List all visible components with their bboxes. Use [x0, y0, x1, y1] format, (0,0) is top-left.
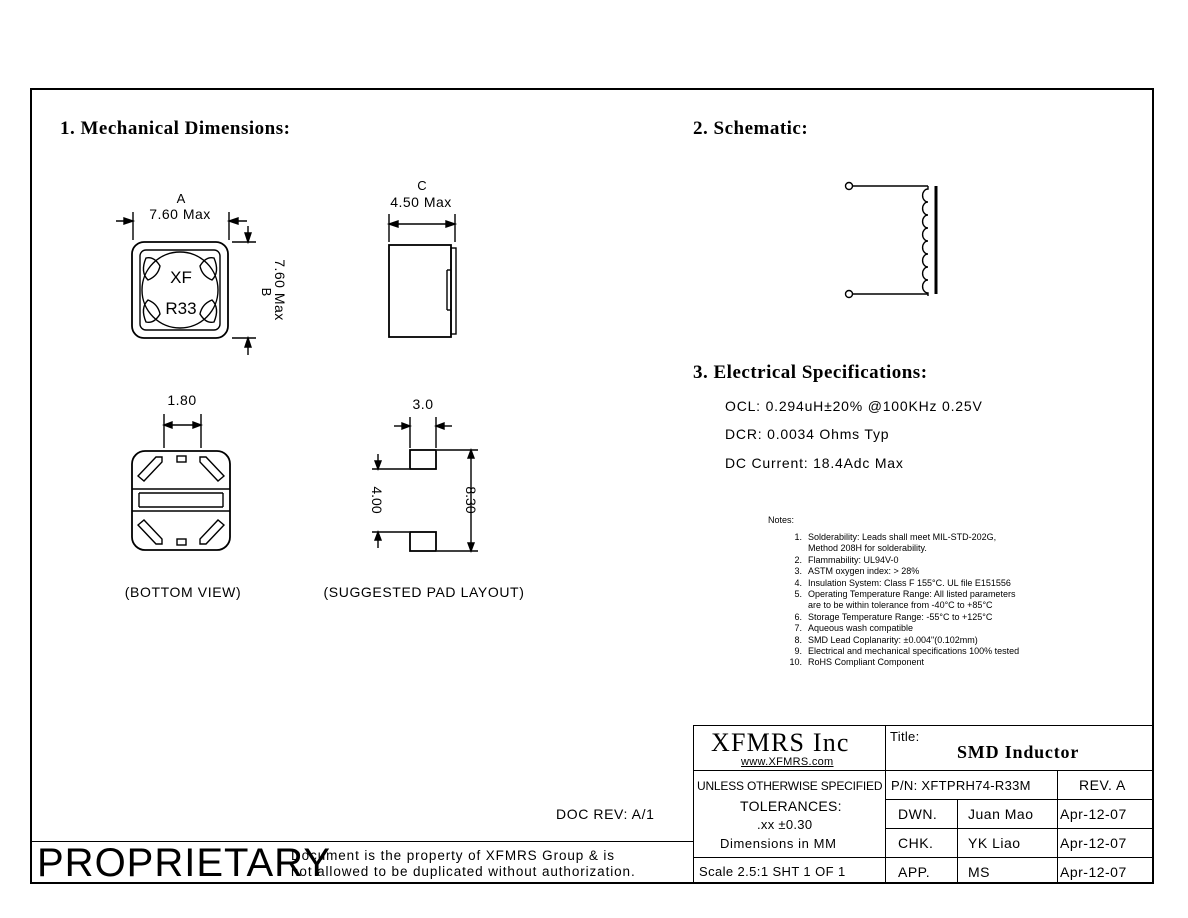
dim-a-value: 7.60 Max [149, 206, 211, 222]
pad-layout: 3.0 4.00 8.30 [369, 396, 479, 553]
dim-pad-width: 3.0 [413, 396, 434, 412]
bottom-view-label: (BOTTOM VIEW) [125, 584, 241, 600]
proprietary-word: PROPRIETARY [37, 841, 332, 885]
drawing-frame [30, 88, 1154, 884]
note-text: Method 208H for solderability. [808, 543, 927, 554]
tolerance-value: .xx ±0.30 [757, 817, 813, 832]
dim-pad-gap: 4.00 [369, 486, 385, 513]
note-number: 5. [794, 589, 802, 600]
note-text: Storage Temperature Range: -55°C to +125… [808, 611, 993, 622]
spec-dcr: DCR: 0.0034 Ohms Typ [725, 426, 890, 442]
signoff-date: Apr-12-07 [1060, 806, 1127, 822]
note-text: SMD Lead Coplanarity: ±0.004"(0.102mm) [808, 634, 978, 645]
note-number: 6. [794, 611, 802, 622]
note-text: are to be within tolerance from -40°C to… [808, 600, 993, 611]
note-number: 3. [794, 566, 802, 577]
note-item: are to be within tolerance from -40°C to… [776, 600, 1019, 611]
note-text: ASTM oxygen index: > 28% [808, 566, 920, 577]
note-number: 10. [789, 657, 802, 668]
spec-ocl: OCL: 0.294uH±20% @100KHz 0.25V [725, 398, 983, 414]
signoff-date: Apr-12-07 [1060, 864, 1127, 880]
marking-xf: XF [170, 268, 192, 287]
note-text: Aqueous wash compatible [808, 623, 914, 634]
dim-pad-span: 8.30 [463, 486, 479, 513]
company-name: XFMRS Inc [711, 728, 850, 757]
revision: REV. A [1079, 777, 1126, 793]
dim-c-value: 4.50 Max [390, 194, 452, 210]
note-number: 7. [794, 623, 802, 634]
mechanical-heading: 1. Mechanical Dimensions: [60, 118, 291, 139]
note-item: 8. SMD Lead Coplanarity: ±0.004"(0.102mm) [776, 635, 1019, 646]
bottom-view: 1.80 [131, 392, 231, 551]
doc-rev: DOC REV: A/1 [556, 806, 655, 822]
note-text: Flammability: UL94V-0 [808, 554, 899, 565]
note-text: Solderability: Leads shall meet MIL-STD-… [808, 532, 997, 542]
note-item: 7. Aqueous wash compatible [776, 623, 1019, 634]
notes-list: 1. Solderability: Leads shall meet MIL-ST… [776, 532, 1019, 669]
signoff-role: APP. [898, 864, 931, 880]
pad-layout-label: (SUGGESTED PAD LAYOUT) [324, 584, 525, 600]
dim-c-letter: C [417, 178, 426, 193]
schematic-symbol [844, 181, 938, 299]
note-item: Method 208H for solderability. [776, 543, 1019, 554]
note-item: 2. Flammability: UL94V-0 [776, 555, 1019, 566]
top-view: A 7.60 Max XF R33 B 7.60 Max [116, 191, 288, 355]
notes-title: Notes: [768, 515, 795, 525]
signoff-date-cell [1057, 857, 1154, 884]
signoff-role: CHK. [898, 835, 934, 851]
marking-r33: R33 [165, 299, 196, 318]
dim-a-letter: A [177, 191, 186, 206]
tolerances-label: TOLERANCES: [740, 798, 842, 814]
proprietary-line2: not allowed to be duplicated without aut… [291, 864, 636, 879]
note-number: 2. [794, 554, 802, 565]
note-item: 4. Insulation System: Class F 155°C. UL f… [776, 578, 1019, 589]
unless-specified: UNLESS OTHERWISE SPECIFIED [697, 779, 883, 793]
proprietary-divider [30, 841, 694, 842]
part-number: P/N: XFTPRH74-R33M [891, 778, 1031, 793]
note-number: 1. [794, 532, 802, 542]
signoff-name: YK Liao [968, 835, 1021, 851]
note-item: 9. Electrical and mechanical specificatio… [776, 646, 1019, 657]
note-text: Operating Temperature Range: All listed … [808, 589, 1016, 600]
note-item: 3. ASTM oxygen index: > 28% [776, 566, 1019, 577]
signoff-role: DWN. [898, 806, 938, 822]
company-website: www.XFMRS.com [741, 756, 834, 768]
note-text: Insulation System: Class F 155°C. UL fil… [808, 577, 1011, 588]
note-number: 4. [794, 577, 802, 588]
signoff-name: MS [968, 864, 990, 880]
note-number [776, 543, 808, 554]
note-text: RoHS Compliant Component [808, 657, 925, 668]
note-item: 6. Storage Temperature Range: -55°C to +1… [776, 612, 1019, 623]
spec-dc-current: DC Current: 18.4Adc Max [725, 455, 904, 471]
note-number: 8. [794, 634, 802, 645]
note-item: 5. Operating Temperature Range: All liste… [776, 589, 1019, 600]
note-text: Electrical and mechanical specifications… [808, 646, 1020, 657]
electrical-heading: 3. Electrical Specifications: [693, 362, 928, 383]
proprietary-line1: Document is the property of XFMRS Group … [291, 848, 615, 863]
dim-b-letter: B [259, 288, 274, 297]
signoff-date: Apr-12-07 [1060, 835, 1127, 851]
note-number: 9. [794, 646, 802, 657]
note-item: 1. Solderability: Leads shall meet MIL-ST… [776, 532, 1019, 543]
dim-b-value: 7.60 Max [272, 259, 288, 321]
signoff-name: Juan Mao [968, 806, 1034, 822]
title-label: Title: [890, 729, 920, 744]
schematic-heading: 2. Schematic: [693, 118, 809, 139]
dimension-units: Dimensions in MM [720, 836, 837, 851]
dim-bottom-width: 1.80 [167, 392, 196, 408]
title-value: SMD Inductor [957, 742, 1080, 762]
note-item: 10. RoHS Compliant Component [776, 657, 1019, 668]
side-view: C 4.50 Max [386, 178, 458, 338]
scale-sheet: Scale 2.5:1 SHT 1 OF 1 [699, 864, 846, 879]
note-number [776, 600, 808, 611]
